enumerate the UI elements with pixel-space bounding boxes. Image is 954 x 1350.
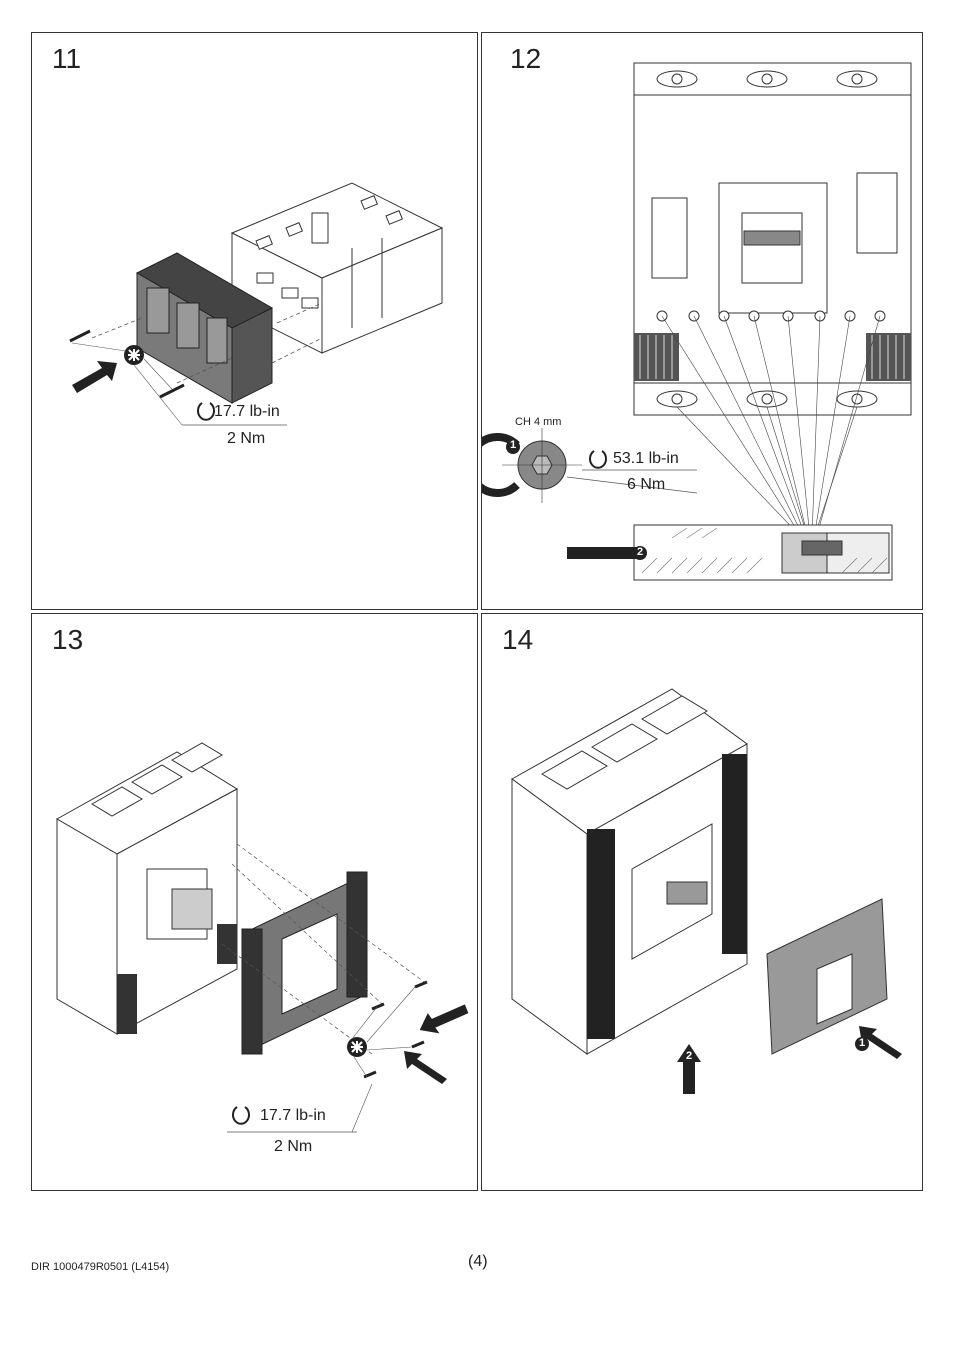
torque-metric: 2 Nm xyxy=(227,430,266,447)
torque-imperial: 17.7 lb-in xyxy=(214,403,280,420)
panel-14: 14 1 2 xyxy=(481,613,923,1191)
illustration-terminal-cover-install xyxy=(69,182,444,426)
step-marker-1: 1 xyxy=(510,439,517,451)
torque-imperial: 53.1 lb-in xyxy=(613,450,679,467)
illustration-front-cover-install xyxy=(55,742,469,1133)
step-number: 14 xyxy=(502,624,534,655)
panel-11: 11 xyxy=(31,32,478,610)
illustration-terminal-tightening xyxy=(482,62,912,581)
torque-metric: 2 Nm xyxy=(274,1138,313,1155)
step-number: 11 xyxy=(52,43,82,74)
page-number: (4) xyxy=(468,1253,488,1270)
tool-size-label: CH 4 mm xyxy=(515,416,562,428)
step-marker-2: 2 xyxy=(637,546,644,558)
torque-imperial: 17.7 lb-in xyxy=(260,1107,326,1124)
illustration-front-cover-attach xyxy=(511,688,902,1094)
step-number: 13 xyxy=(52,624,84,655)
step-marker-1: 1 xyxy=(859,1037,866,1049)
torque-metric: 6 Nm xyxy=(627,476,666,493)
panel-12: 12 xyxy=(481,32,923,610)
step-marker-2: 2 xyxy=(686,1050,693,1062)
panel-13: 13 xyxy=(31,613,478,1191)
document-code: DIR 1000479R0501 (L4154) xyxy=(31,1261,170,1273)
step-number: 12 xyxy=(510,43,542,74)
